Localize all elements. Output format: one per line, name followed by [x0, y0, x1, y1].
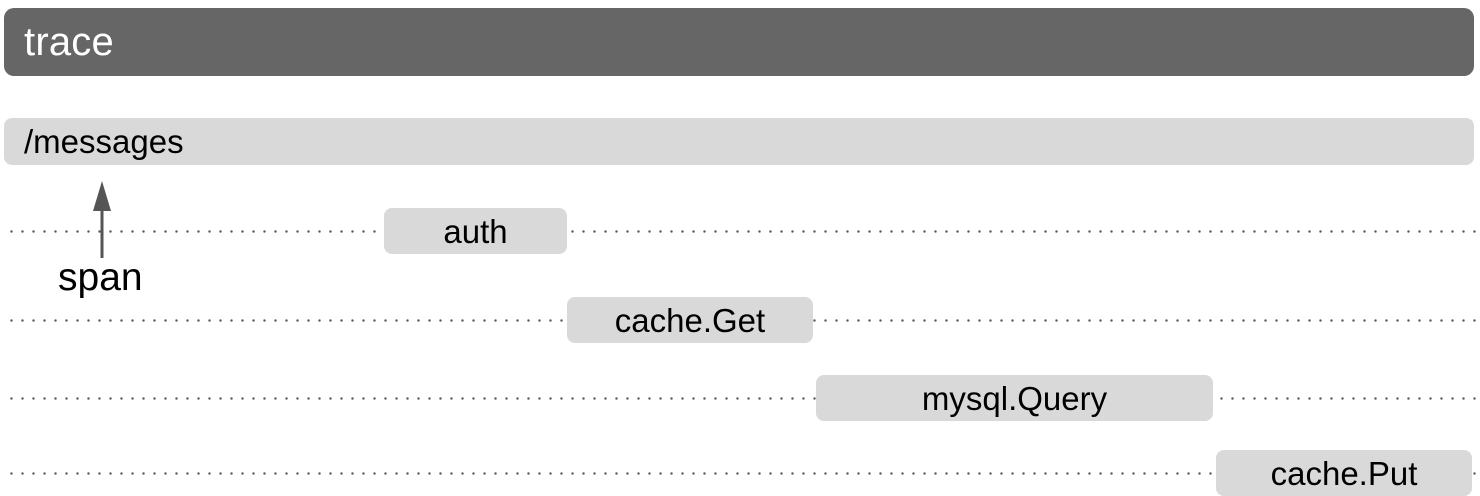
- span-row: cache.Get: [0, 290, 1480, 350]
- span-row: auth: [0, 201, 1480, 261]
- span-bar-label: cache.Put: [1270, 454, 1418, 492]
- root-span-bar-label: /messages: [24, 123, 184, 160]
- span-row: mysql.Query: [0, 368, 1480, 428]
- span-bar[interactable]: cache.Get: [567, 297, 813, 343]
- root-span-bar[interactable]: /messages: [4, 118, 1474, 165]
- span-bar[interactable]: mysql.Query: [816, 375, 1213, 421]
- span-bar-label: auth: [443, 212, 508, 250]
- span-timeline-dotted-line: [6, 396, 1478, 400]
- span-bar-label: cache.Get: [614, 301, 766, 339]
- span-timeline-dotted-line: [6, 229, 1478, 233]
- span-bar[interactable]: cache.Put: [1216, 450, 1472, 496]
- span-timeline-dotted-line: [6, 471, 1478, 475]
- trace-bar-label: trace: [24, 20, 114, 64]
- span-bar[interactable]: auth: [384, 208, 567, 254]
- span-row: cache.Put: [0, 443, 1480, 496]
- span-bar-label: mysql.Query: [921, 379, 1108, 417]
- trace-bar[interactable]: trace: [4, 8, 1474, 76]
